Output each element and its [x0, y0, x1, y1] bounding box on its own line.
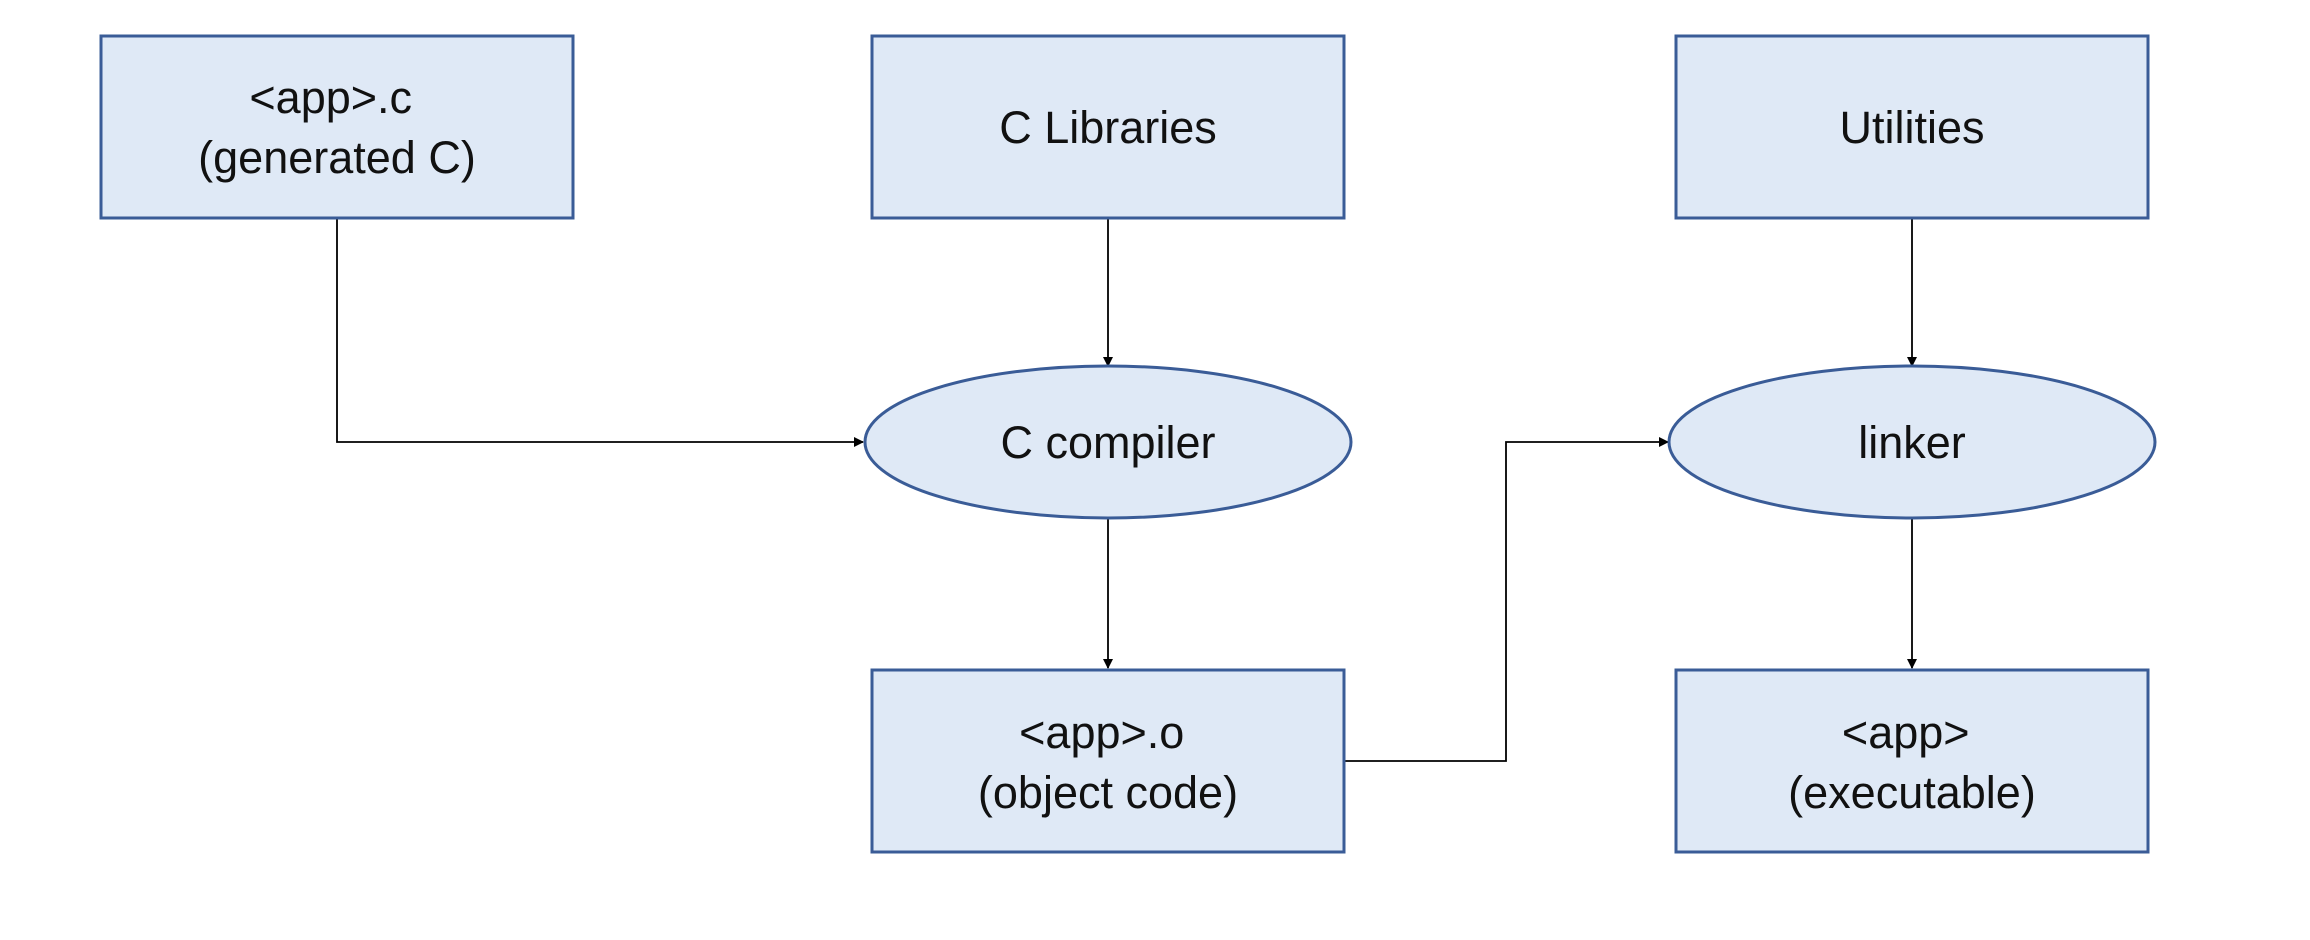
edges	[336, 218, 1917, 762]
svg-text:Utilities: Utilities	[1839, 102, 1984, 153]
node-app-c-box	[99, 34, 575, 220]
node-c-libraries-box	[870, 34, 1346, 220]
node-c-libraries-label: C Libraries	[999, 102, 1217, 153]
svg-text:C compiler: C compiler	[1000, 417, 1215, 468]
node-linker: linker	[1667, 364, 2157, 520]
node-utilities-label: Utilities	[1839, 102, 1984, 153]
node-app-o: <app>.o (object code)	[870, 668, 1346, 854]
svg-text:<app>.o (object code): <app>.o (object code)	[978, 707, 1238, 818]
edge-app-o-to-linker	[1344, 437, 1669, 762]
node-app-exe: <app> (executable)	[1674, 668, 2150, 854]
svg-text:<app> (executable): <app> (executable)	[1788, 707, 2036, 818]
node-app-o-label-line-2: (object code)	[978, 767, 1238, 818]
svg-text:C Libraries: C Libraries	[999, 102, 1217, 153]
node-app-c: <app>.c (generated C)	[99, 34, 575, 220]
node-app-exe-label-line-2: (executable)	[1788, 767, 2036, 818]
svg-text:<app>.c (generated C): <app>.c (generated C)	[198, 72, 476, 183]
node-app-o-box	[870, 668, 1346, 854]
node-app-exe-label-line-1: <app>	[1842, 707, 1970, 758]
node-linker-label: linker	[1858, 417, 1966, 468]
node-app-o-label-line-1: <app>.o	[1019, 707, 1184, 758]
svg-text:linker: linker	[1858, 417, 1966, 468]
node-c-compiler-ellipse	[863, 364, 1353, 520]
node-app-c-label-line-1: <app>.c	[249, 72, 412, 123]
node-linker-ellipse	[1667, 364, 2157, 520]
node-app-c-label-line-2: (generated C)	[198, 132, 476, 183]
edge-app-c-to-c-compiler	[336, 218, 864, 447]
node-c-compiler: C compiler	[863, 364, 1353, 520]
node-utilities-box	[1674, 34, 2150, 220]
node-utilities: Utilities	[1674, 34, 2150, 220]
node-c-compiler-label: C compiler	[1000, 417, 1215, 468]
node-app-exe-box	[1674, 668, 2150, 854]
node-c-libraries: C Libraries	[870, 34, 1346, 220]
